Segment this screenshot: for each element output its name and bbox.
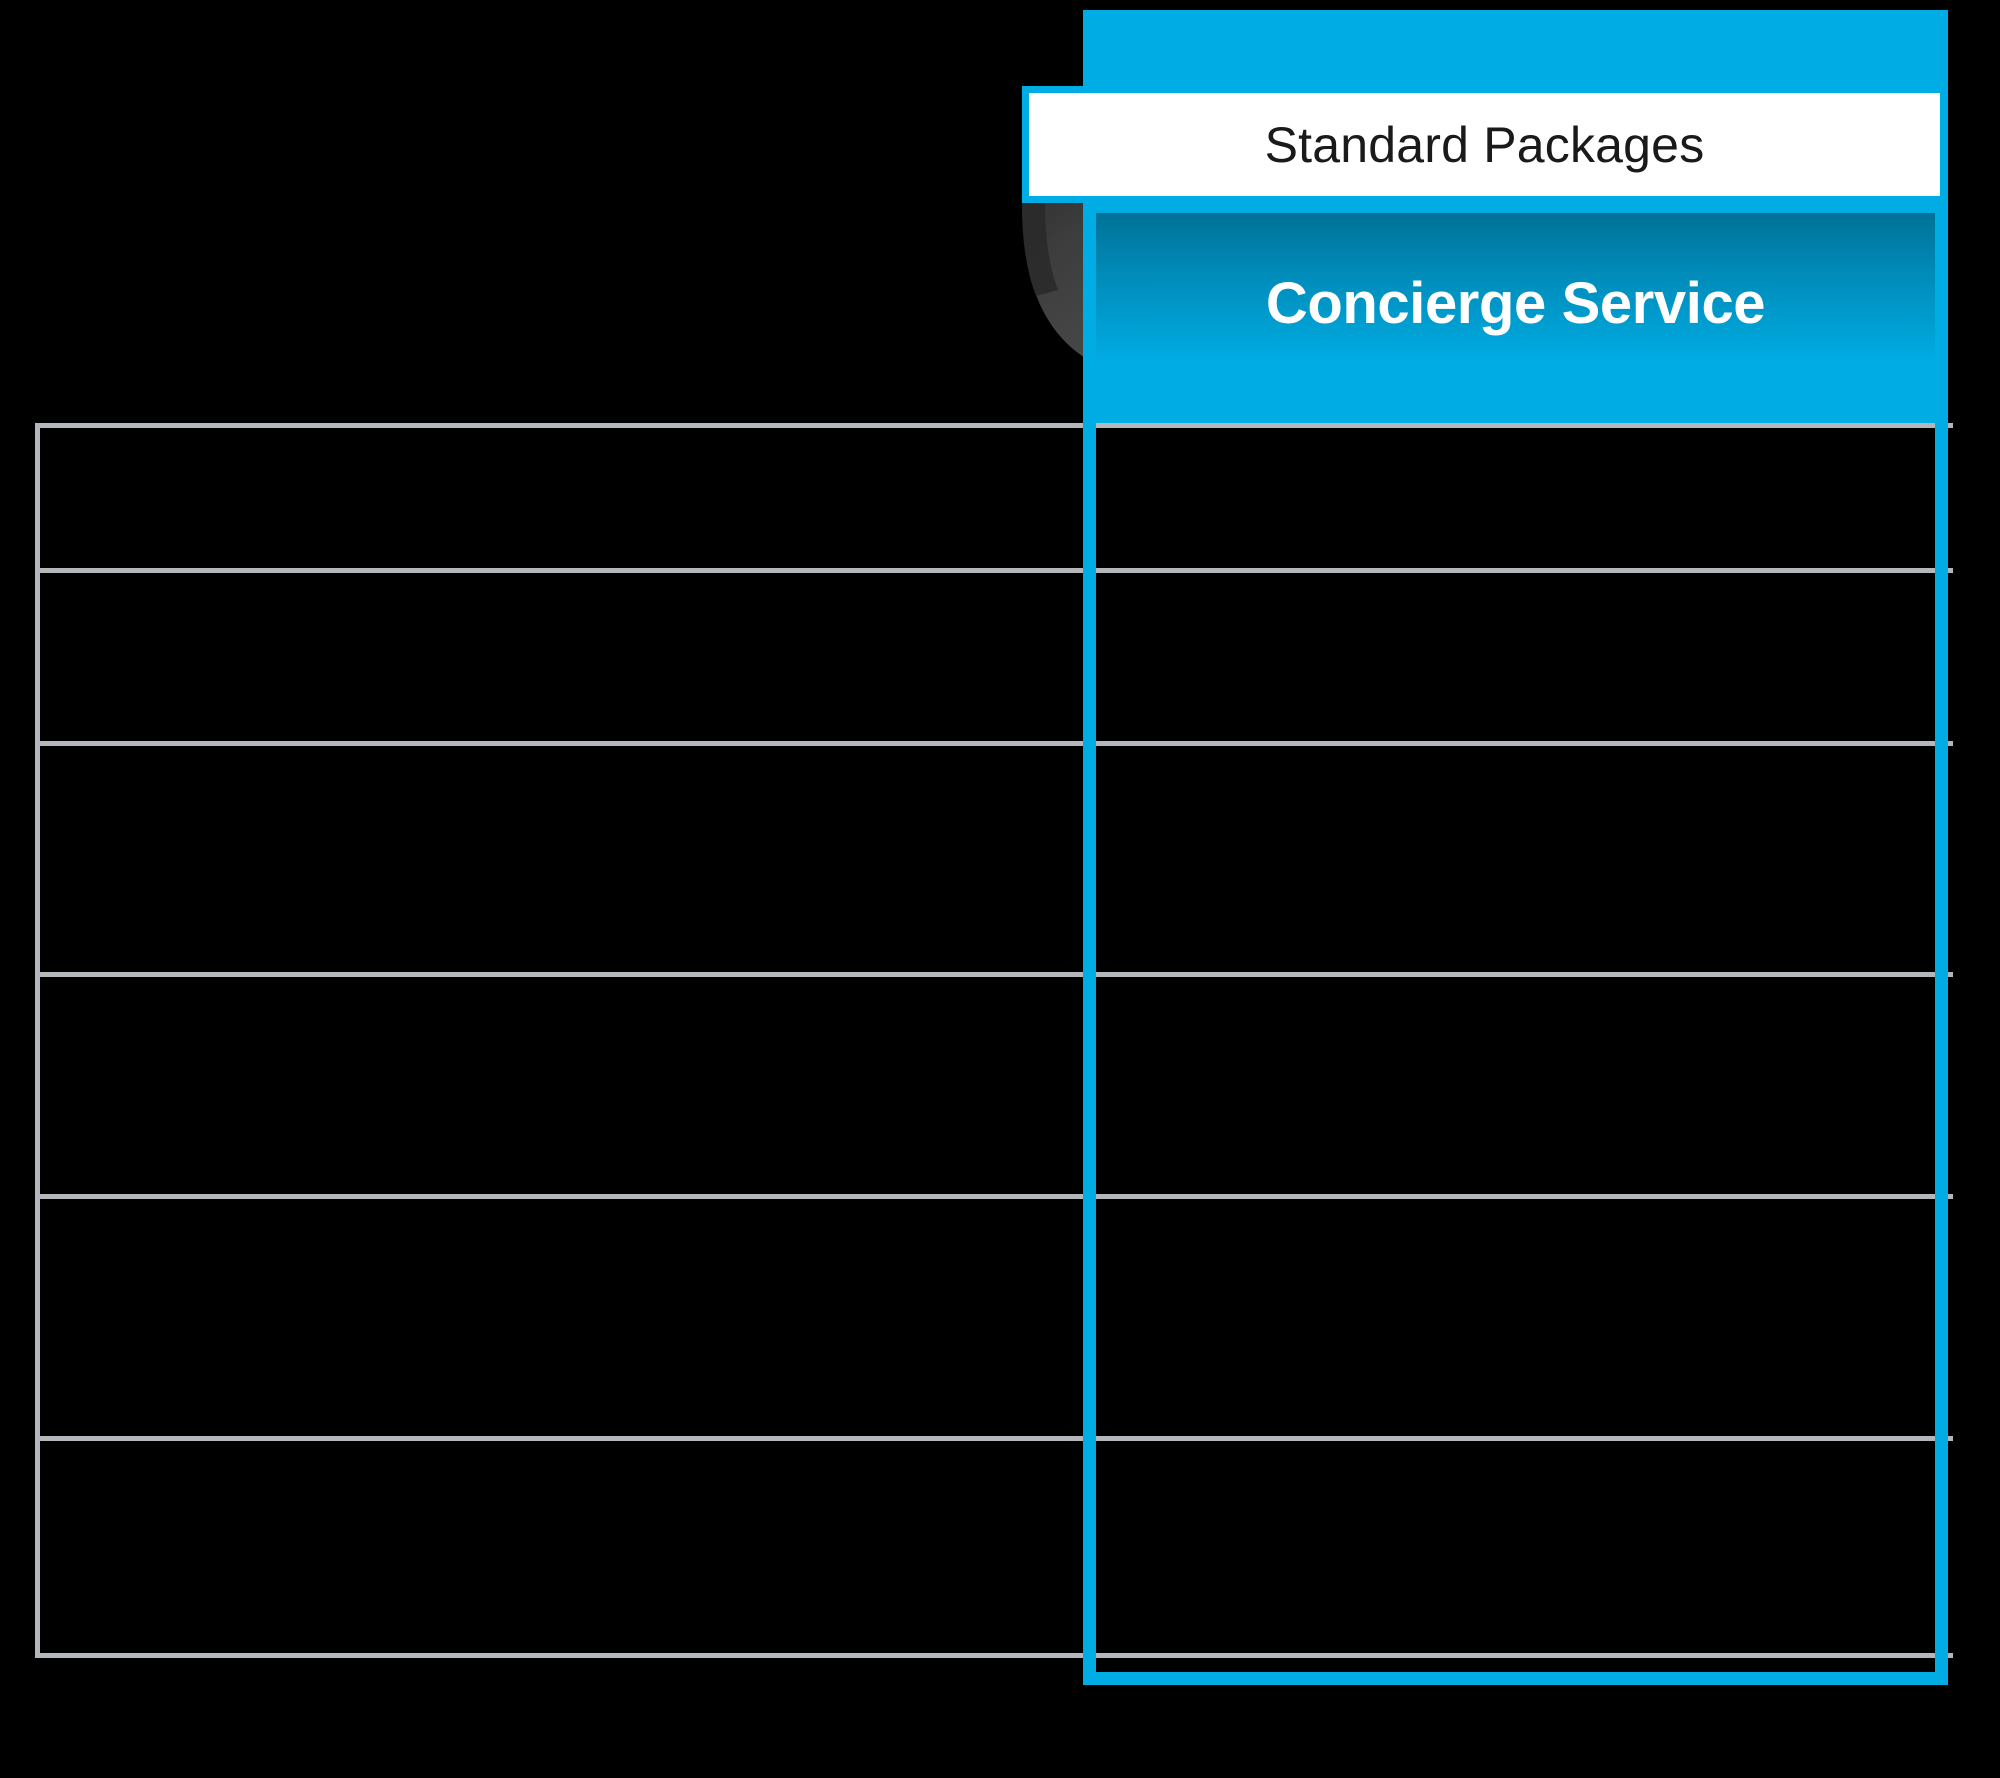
table-row bbox=[40, 977, 1953, 1199]
table-cell-feature bbox=[40, 428, 1088, 568]
table-cell-feature bbox=[40, 1199, 1088, 1436]
table-row bbox=[40, 1441, 1953, 1663]
standard-packages-badge[interactable]: Standard Packages bbox=[1022, 86, 1947, 203]
table-cell-feature bbox=[40, 746, 1088, 972]
highlight-column-title: Concierge Service bbox=[1265, 271, 1766, 336]
table-cell-concierge bbox=[1088, 1199, 1953, 1436]
table-row bbox=[40, 746, 1953, 977]
table-cell-concierge bbox=[1088, 746, 1953, 972]
table-cell-feature bbox=[40, 1441, 1088, 1663]
standard-packages-badge-label: Standard Packages bbox=[1264, 116, 1705, 173]
table-cell-feature bbox=[40, 573, 1088, 741]
table-row bbox=[40, 573, 1953, 746]
table-cell-concierge bbox=[1088, 1441, 1953, 1663]
table-row bbox=[40, 1199, 1953, 1441]
table-cell-feature bbox=[40, 977, 1088, 1194]
comparison-table bbox=[35, 423, 1953, 1658]
highlight-column-header: Concierge Service bbox=[1083, 10, 1948, 423]
table-bottom-rule bbox=[35, 1653, 1953, 1658]
table-cell-concierge bbox=[1088, 428, 1953, 568]
table-cell-concierge bbox=[1088, 573, 1953, 741]
table-cell-concierge bbox=[1088, 977, 1953, 1194]
table-row bbox=[40, 428, 1953, 573]
